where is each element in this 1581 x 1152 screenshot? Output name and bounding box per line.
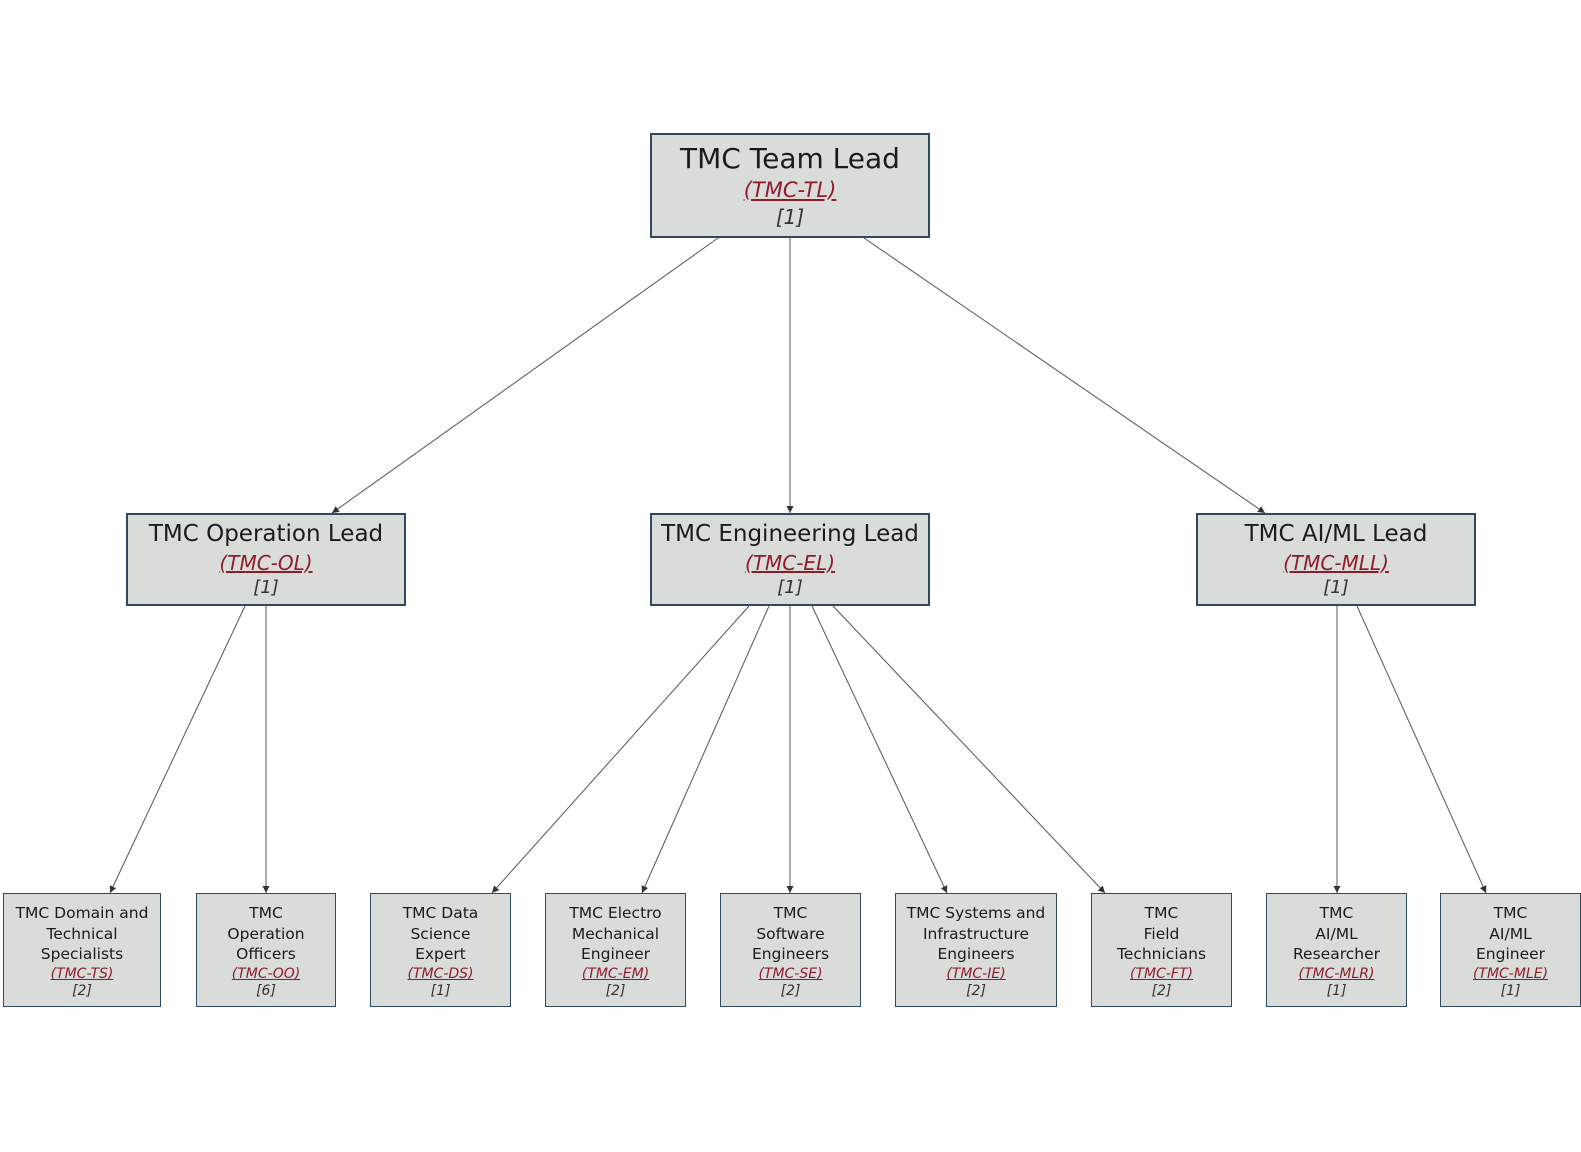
node-title-line: Software	[756, 924, 825, 943]
node-code: (TMC-FT)	[1130, 966, 1193, 983]
node-title-line: TMC Data	[402, 903, 479, 922]
edge-tl-ol	[331, 237, 719, 514]
node-count: [1]	[1500, 983, 1521, 1000]
node-count: [1]	[1323, 576, 1349, 598]
edge-el-ft	[832, 605, 1106, 894]
node-title-line: TMC Domain and	[15, 903, 149, 922]
node-operation-officers: TMC Operation Officers (TMC-OO) [6]	[196, 893, 336, 1007]
node-count: [1]	[1326, 983, 1347, 1000]
node-data-science-expert: TMC Data Science Expert (TMC-DS) [1]	[370, 893, 511, 1007]
node-aiml-researcher: TMC AI/ML Researcher (TMC-MLR) [1]	[1266, 893, 1407, 1007]
node-title-line: Infrastructure	[922, 924, 1030, 943]
node-title-line: Researcher	[1292, 945, 1380, 964]
node-count: [1]	[253, 576, 279, 598]
node-electro-mechanical-engineer: TMC Electro Mechanical Engineer (TMC-EM)…	[545, 893, 686, 1007]
edge-el-ds	[491, 605, 750, 894]
node-title: TMC AI/ML Lead	[1244, 521, 1428, 548]
node-code: (TMC-IE)	[946, 966, 1006, 983]
node-team-lead: TMC Team Lead (TMC-TL) [1]	[650, 133, 930, 238]
node-title-line: Mechanical	[571, 924, 660, 943]
node-code: (TMC-TL)	[743, 177, 837, 202]
node-title-line: Technicians	[1116, 945, 1207, 964]
node-title-line: Technical	[46, 924, 118, 943]
node-title-line: Specialists	[40, 945, 124, 964]
edge-mll-mle	[1356, 605, 1487, 894]
node-field-technicians: TMC Field Technicians (TMC-FT) [2]	[1091, 893, 1232, 1007]
node-code: (TMC-DS)	[407, 966, 474, 983]
node-title-line: Expert	[415, 945, 466, 964]
edge-el-em	[641, 605, 770, 894]
node-code: (TMC-SE)	[758, 966, 823, 983]
node-code: (TMC-OO)	[231, 966, 301, 983]
node-count: [2]	[966, 983, 986, 1000]
node-title-line: TMC Electro	[569, 903, 662, 922]
node-software-engineers: TMC Software Engineers (TMC-SE) [2]	[720, 893, 861, 1007]
node-code: (TMC-EL)	[744, 550, 836, 575]
node-title: TMC Operation Lead	[148, 521, 384, 548]
node-title-line: Operation	[227, 924, 305, 943]
node-title: TMC Engineering Lead	[661, 521, 919, 548]
node-count: [1]	[775, 204, 805, 229]
node-code: (TMC-MLL)	[1283, 550, 1389, 575]
node-title-line: AI/ML	[1315, 924, 1358, 943]
node-title-line: Engineers	[937, 945, 1015, 964]
node-engineering-lead: TMC Engineering Lead (TMC-EL) [1]	[650, 513, 930, 606]
node-title: TMC Team Lead	[680, 142, 900, 176]
edge-ol-ts	[109, 605, 246, 894]
node-count: [6]	[256, 983, 276, 1000]
node-count: [2]	[780, 983, 801, 1000]
node-systems-infrastructure-engineers: TMC Systems and Infrastructure Engineers…	[895, 893, 1057, 1007]
edge-tl-mll	[863, 237, 1266, 514]
node-title-line: Field	[1143, 924, 1180, 943]
node-title-line: TMC	[773, 903, 808, 922]
node-title-line: TMC	[1144, 903, 1179, 922]
node-aiml-engineer: TMC AI/ML Engineer (TMC-MLE) [1]	[1440, 893, 1581, 1007]
node-count: [1]	[777, 576, 803, 598]
node-title-line: TMC	[1493, 903, 1528, 922]
node-operation-lead: TMC Operation Lead (TMC-OL) [1]	[126, 513, 406, 606]
node-title-line: Engineer	[1475, 945, 1546, 964]
node-title-line: TMC	[1319, 903, 1354, 922]
node-count: [2]	[72, 983, 92, 1000]
node-title-line: Engineer	[580, 945, 651, 964]
node-title-line: Engineers	[751, 945, 830, 964]
edge-el-ie	[811, 605, 948, 894]
node-count: [2]	[1151, 983, 1172, 1000]
node-title-line: TMC	[249, 903, 283, 922]
node-code: (TMC-OL)	[219, 550, 313, 575]
node-title-line: AI/ML	[1489, 924, 1532, 943]
node-title-line: Officers	[236, 945, 296, 964]
node-code: (TMC-MLE)	[1472, 966, 1549, 983]
node-code: (TMC-TS)	[50, 966, 114, 983]
node-title-line: Science	[410, 924, 471, 943]
node-domain-technical-specialists: TMC Domain and Technical Specialists (TM…	[3, 893, 161, 1007]
node-count: [2]	[605, 983, 626, 1000]
node-code: (TMC-MLR)	[1298, 966, 1375, 983]
node-count: [1]	[430, 983, 451, 1000]
node-code: (TMC-EM)	[581, 966, 650, 983]
node-title-line: TMC Systems and	[906, 903, 1046, 922]
node-aiml-lead: TMC AI/ML Lead (TMC-MLL) [1]	[1196, 513, 1476, 606]
